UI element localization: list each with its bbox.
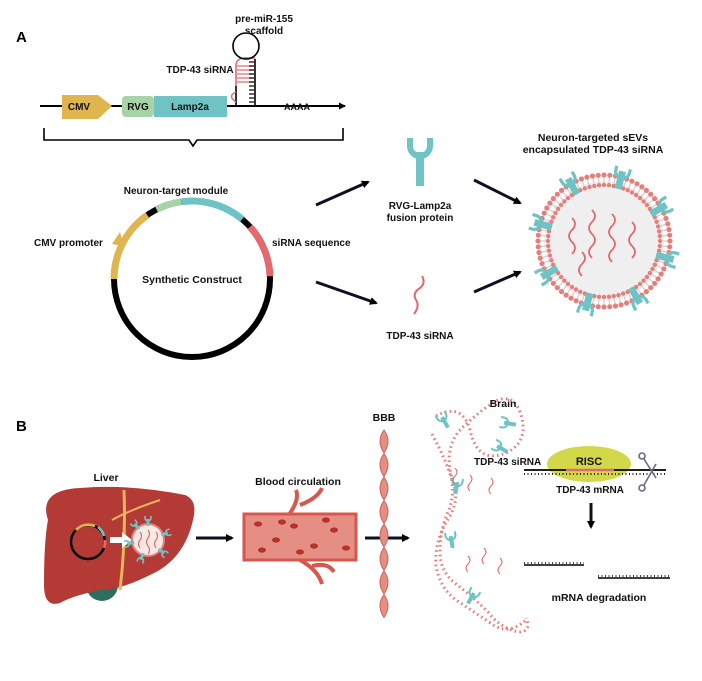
- free-sirna-label: TDP-43 siRNA: [386, 331, 453, 342]
- arrow-to-sirna: [315, 280, 378, 305]
- fusion-label-line2: fusion protein: [387, 213, 454, 224]
- plasmid-sirna-arc: [247, 224, 274, 277]
- neuron-module-label: Neuron-target module: [124, 186, 229, 197]
- neuron-membrane: [430, 397, 530, 634]
- blood-label: Blood circulation: [255, 476, 341, 488]
- scissors-icon: [638, 452, 657, 492]
- mir155-hairpin: [230, 32, 260, 106]
- sev-vesicle: [528, 165, 680, 317]
- rvg-lamp2a-protein: [407, 138, 433, 186]
- cmv-promoter-label: CMV promoter: [34, 238, 103, 249]
- arrow-to-fusion: [315, 180, 370, 207]
- brain-sirna-label: TDP-43 siRNA: [474, 457, 541, 468]
- sev-sirna-cargo: [568, 209, 636, 277]
- liver-organ: [44, 486, 195, 604]
- scaffold-label-line2: scaffold: [245, 26, 283, 37]
- rvg-segment: [122, 96, 154, 117]
- panel-a-label: A: [16, 29, 27, 46]
- risc-complex: [524, 446, 666, 482]
- arrow-sirna-to-sev: [473, 270, 522, 294]
- construct-brace: [43, 128, 344, 148]
- mrna-label: TDP-43 mRNA: [556, 485, 624, 496]
- plasmid-cmv-arc: [110, 212, 150, 280]
- degraded-mrna-fragments: [524, 562, 670, 579]
- rvg-label: RVG: [127, 102, 149, 113]
- plasmid-rvg-arc: [155, 198, 182, 213]
- risc-label: RISC: [576, 456, 602, 468]
- cmv-label: CMV: [68, 102, 91, 113]
- free-sirna-strand: [413, 275, 425, 315]
- promoter-arrowhead: [112, 232, 124, 246]
- polya-label: AAAA: [284, 102, 310, 112]
- panel-b-label: B: [16, 418, 27, 435]
- cmv-segment: [62, 95, 112, 119]
- sirna-construct-label: TDP-43 siRNA: [166, 65, 233, 76]
- plasmid-lamp2a-arc: [180, 197, 245, 222]
- plasmid-center-label: Synthetic Construct: [142, 274, 242, 286]
- gene-construct: CMV RVG Lamp2a AAAA pre-miR-155 scaffold…: [40, 14, 346, 148]
- sev-label-line1: Neuron-targeted sEVs: [538, 132, 648, 144]
- synthetic-plasmid: Synthetic Construct: [110, 197, 274, 360]
- bbb-label: BBB: [373, 412, 396, 424]
- neuron-sirna-strands: [452, 467, 503, 575]
- liver-label: Liver: [93, 472, 118, 484]
- arrow-fusion-to-sev: [473, 178, 522, 205]
- lamp2a-label: Lamp2a: [171, 102, 209, 113]
- lamp2a-segment: [154, 96, 227, 117]
- sirna-sequence-label: siRNA sequence: [272, 238, 351, 249]
- blood-vessel: [242, 487, 358, 585]
- brain-label: Brain: [490, 398, 517, 410]
- sev-label-line2: encapsulated TDP-43 siRNA: [523, 144, 664, 156]
- bbb-cells: [379, 429, 389, 619]
- degradation-label: mRNA degradation: [552, 592, 647, 604]
- scaffold-label-line1: pre-miR-155: [235, 14, 293, 25]
- fusion-label-line1: RVG-Lamp2a: [389, 201, 452, 212]
